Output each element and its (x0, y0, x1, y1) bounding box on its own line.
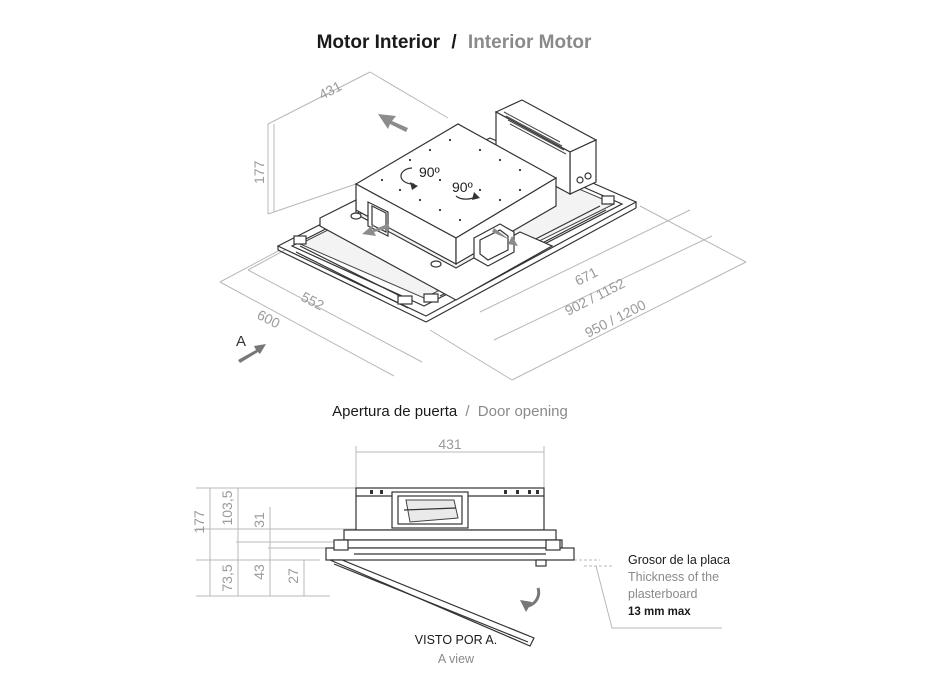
door-rotation-icon (520, 587, 541, 612)
section-motor-body (325, 487, 575, 567)
frame-clip (397, 295, 413, 305)
dim-431-iso: 431 (316, 78, 344, 103)
airflow-arrow-right (492, 228, 518, 246)
note-en-line2: plasterboard (628, 587, 698, 601)
dim-177-iso: 177 (251, 160, 267, 184)
door-opening-secondary: Door opening (478, 403, 568, 420)
isometric-view: 90º 90º A 431 177 552 600 671 902 / 1152… (219, 71, 747, 381)
view-direction-marker: A (236, 333, 266, 363)
rotation-indicators: 90º 90º (400, 164, 480, 200)
frame-clip (601, 195, 615, 205)
dim-31: 31 (251, 512, 267, 528)
airflow-arrow-left (362, 224, 390, 236)
electrical-box (494, 99, 598, 196)
caption-en: A view (438, 652, 475, 666)
open-door-panel (329, 559, 535, 647)
door-opening-primary: Apertura de puerta (332, 403, 458, 420)
angle-label-2: 90º (452, 179, 473, 195)
dim-27: 27 (285, 568, 301, 584)
section-caption: VISTO POR A. A view (415, 633, 497, 666)
caption-es: VISTO POR A. (415, 633, 497, 647)
dim-177-section: 177 (191, 510, 207, 534)
angle-label-1: 90º (419, 164, 440, 180)
door-opening-heading: Apertura de puerta / Door opening (332, 403, 568, 420)
frame-clip (423, 293, 439, 303)
duct-outlet-right (473, 223, 515, 267)
plasterboard-note: Grosor de la placa Thickness of the plas… (628, 553, 730, 618)
motor-housing (319, 123, 558, 301)
title-primary: Motor Interior (317, 32, 441, 53)
section-dim-431: 431 (355, 436, 545, 488)
drawing-title: Motor Interior / Interior Motor (317, 32, 592, 53)
dim-73-5: 73,5 (219, 564, 235, 591)
airflow-arrow-up (378, 114, 408, 132)
door-opening-separator: / (465, 403, 470, 420)
view-arrow-icon (238, 344, 266, 363)
dim-600: 600 (255, 306, 283, 331)
frame-clip (293, 235, 307, 245)
section-view: 431 (191, 436, 730, 666)
dim-43: 43 (251, 564, 267, 580)
airflow-arrows (362, 114, 518, 246)
iso-dimension-lines (219, 71, 747, 381)
dim-431-section: 431 (438, 436, 462, 452)
dim-671: 671 (572, 264, 600, 289)
note-en-line1: Thickness of the (628, 570, 719, 584)
note-es: Grosor de la placa (628, 553, 730, 567)
dim-103-5: 103,5 (219, 490, 235, 525)
title-separator: / (451, 32, 457, 53)
note-max: 13 mm max (628, 606, 691, 618)
title-secondary: Interior Motor (468, 32, 592, 53)
view-marker-label: A (236, 333, 246, 350)
